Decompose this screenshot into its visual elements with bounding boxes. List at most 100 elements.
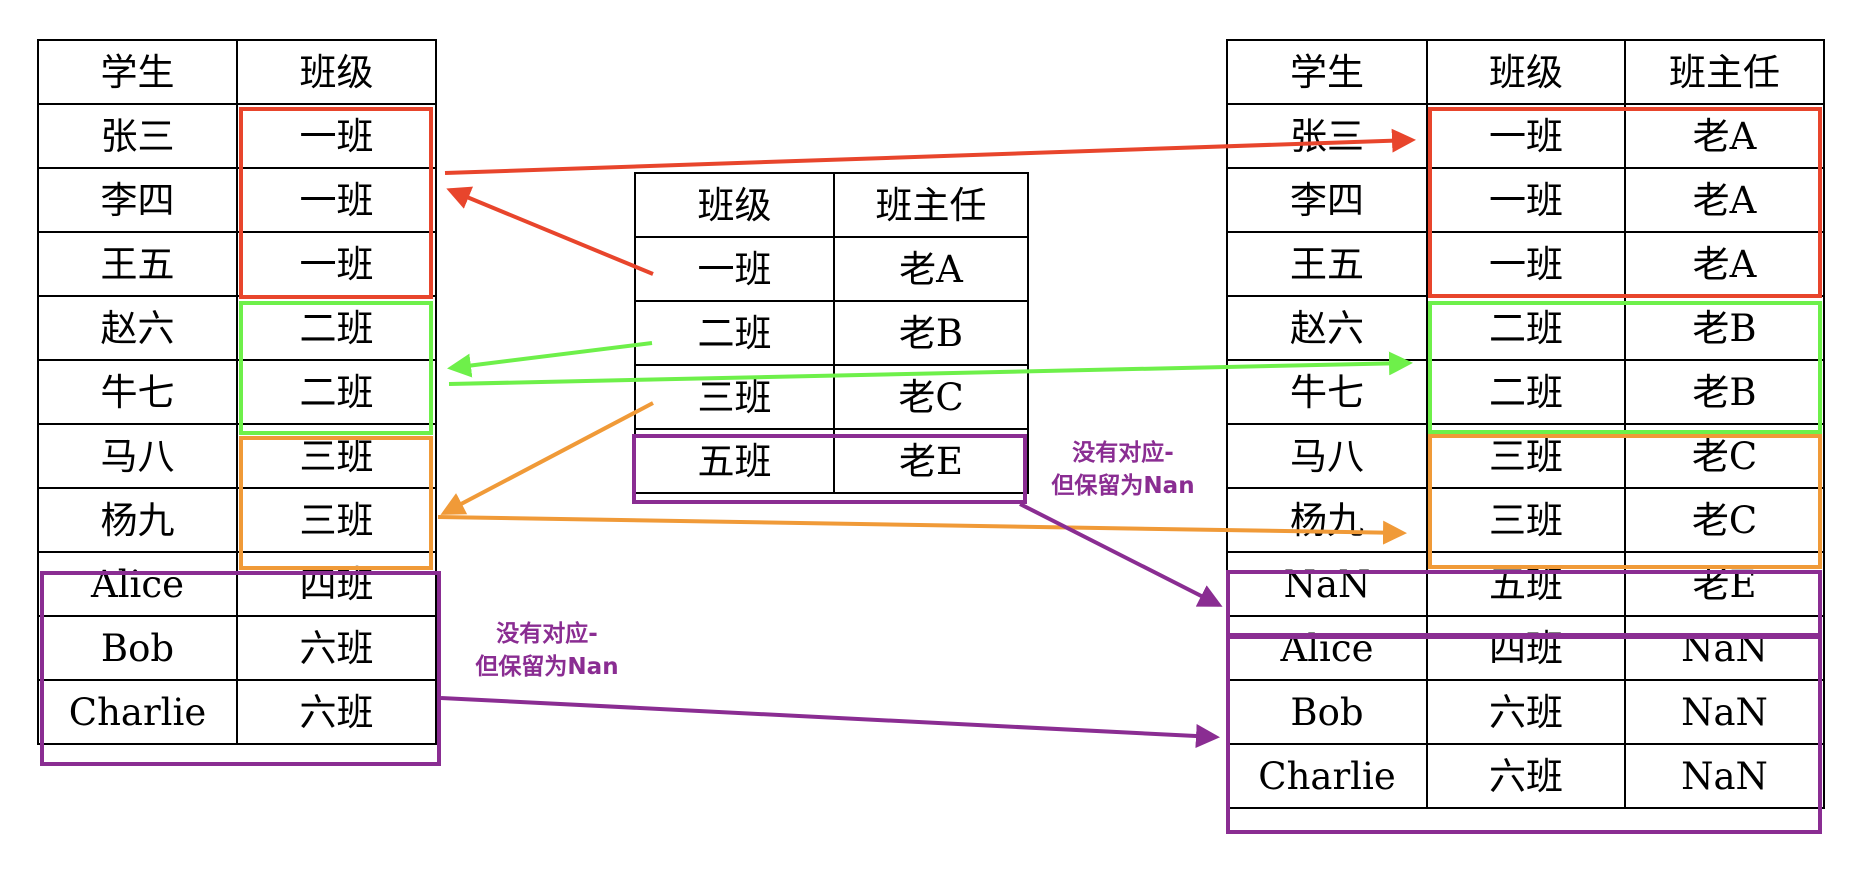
table-cell: 王五 (1226, 231, 1428, 297)
table-row: 马八三班老C (1226, 423, 1825, 489)
table-cell: 六班 (1426, 743, 1626, 809)
table-cell: 李四 (37, 167, 238, 233)
table-cell: 六班 (236, 615, 437, 681)
table-row: 赵六二班老B (1226, 295, 1825, 361)
table-cell: 牛七 (1226, 359, 1428, 425)
note-line2: 但保留为Nan (1051, 473, 1195, 499)
table-cell: 马八 (1226, 423, 1428, 489)
table-cell: 老A (1624, 231, 1825, 297)
header-row: 学生班级 (37, 39, 437, 105)
table-cell: NaN (1226, 551, 1428, 617)
table-cell: 老C (1624, 487, 1825, 553)
table-cell: 四班 (236, 551, 437, 617)
table-row: 三班老C (634, 364, 1029, 430)
green-arrow-from-teacher (447, 341, 653, 378)
table-cell: 老B (1624, 359, 1825, 425)
table-cell: 三班 (1426, 487, 1626, 553)
table-row: 张三一班老A (1226, 103, 1825, 169)
table-cell: 二班 (236, 359, 437, 425)
table-cell: 一班 (236, 103, 437, 169)
table-cell: Alice (1226, 615, 1428, 681)
note-line2: 但保留为Nan (475, 654, 619, 680)
table-cell: 老C (1624, 423, 1825, 489)
column-header: 班主任 (833, 172, 1029, 238)
table-cell: 赵六 (1226, 295, 1428, 361)
table-cell: 三班 (236, 423, 437, 489)
table-cell: 张三 (37, 103, 238, 169)
table-cell: 一班 (236, 167, 437, 233)
column-header: 学生 (1226, 39, 1428, 105)
table-cell: 五班 (1426, 551, 1626, 617)
table-cell: 老A (1624, 167, 1825, 233)
table-cell: Alice (37, 551, 238, 617)
table-cell: 老E (833, 428, 1029, 494)
table-cell: Bob (1226, 679, 1428, 745)
table-row: 牛七二班老B (1226, 359, 1825, 425)
table-cell: 一班 (634, 236, 835, 302)
purple-arrow-from-teacher (1019, 502, 1223, 607)
orange-arrow-from-teacher (440, 401, 654, 515)
table-row: 马八三班 (37, 423, 437, 489)
table-cell: 马八 (37, 423, 238, 489)
table-cell: 赵六 (37, 295, 238, 361)
table-cell: Charlie (37, 679, 238, 745)
table-cell: 老B (1624, 295, 1825, 361)
table-cell: 老A (1624, 103, 1825, 169)
table-row: 王五一班 (37, 231, 437, 297)
table-cell: Bob (37, 615, 238, 681)
purple-arrow-from-students (440, 696, 1220, 748)
table-row: 赵六二班 (37, 295, 437, 361)
table-cell: 一班 (1426, 231, 1626, 297)
table-cell: 杨九 (1226, 487, 1428, 553)
table-cell: 一班 (1426, 103, 1626, 169)
table-row: 张三一班 (37, 103, 437, 169)
table-row: 李四一班老A (1226, 167, 1825, 233)
unmatched-note-left: 没有对应- 但保留为Nan (452, 618, 642, 684)
red-arrow-from-teacher (446, 186, 654, 276)
table-cell: 三班 (634, 364, 835, 430)
table-cell: 王五 (37, 231, 238, 297)
column-header: 班级 (1426, 39, 1626, 105)
table-cell: 牛七 (37, 359, 238, 425)
table-cell: 五班 (634, 428, 835, 494)
table-cell: 一班 (1426, 167, 1626, 233)
header-row: 班级班主任 (634, 172, 1029, 238)
column-header: 班级 (236, 39, 437, 105)
table-cell: 二班 (634, 300, 835, 366)
table-cell: NaN (1624, 679, 1825, 745)
table-cell: 六班 (236, 679, 437, 745)
table-row: 五班老E (634, 428, 1029, 494)
table-cell: NaN (1624, 743, 1825, 809)
table-cell: 老C (833, 364, 1029, 430)
header-row: 学生班级班主任 (1226, 39, 1825, 105)
table-cell: 杨九 (37, 487, 238, 553)
table-cell: NaN (1624, 615, 1825, 681)
column-header: 学生 (37, 39, 238, 105)
note-line1: 没有对应- (1072, 440, 1174, 466)
column-header: 班主任 (1624, 39, 1825, 105)
table-cell: 老B (833, 300, 1029, 366)
table-row: 杨九三班 (37, 487, 437, 553)
table-cell: 三班 (236, 487, 437, 553)
table-cell: Charlie (1226, 743, 1428, 809)
table-row: 王五一班老A (1226, 231, 1825, 297)
table-cell: 老E (1624, 551, 1825, 617)
table-cell: 二班 (236, 295, 437, 361)
table-row: 一班老A (634, 236, 1029, 302)
table-cell: 二班 (1426, 359, 1626, 425)
table-row: 李四一班 (37, 167, 437, 233)
unmatched-note-right: 没有对应- 但保留为Nan (1028, 437, 1218, 503)
table-cell: 三班 (1426, 423, 1626, 489)
table-cell: 李四 (1226, 167, 1428, 233)
note-line1: 没有对应- (496, 621, 598, 647)
column-header: 班级 (634, 172, 835, 238)
table-cell: 六班 (1426, 679, 1626, 745)
